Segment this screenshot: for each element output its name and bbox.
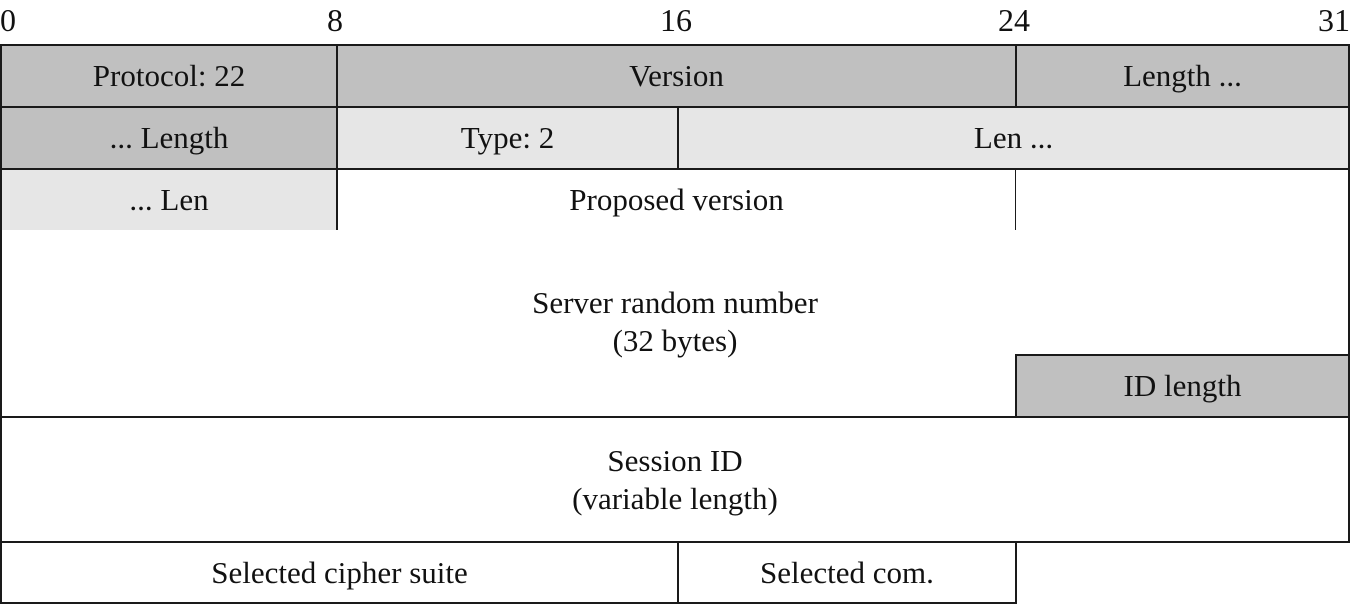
bit-marker-0: 0 [0,2,16,38]
length-start-field: Length ... [1015,44,1350,108]
protocol-field: Protocol: 22 [0,44,338,108]
session-id-line2: (variable length) [572,480,778,516]
cipher-suite-label: Selected cipher suite [211,554,468,590]
bit-marker-24: 24 [998,2,1030,38]
proposed-version-field: Proposed version [336,168,1017,232]
length-start-label: Length ... [1123,58,1242,93]
id-length-label: ID length [1123,368,1242,403]
session-id-line1: Session ID [607,442,743,478]
server-random-line2: (32 bytes) [612,323,738,358]
len-start-field: Len ... [677,106,1350,170]
len-end-label: ... Len [129,182,209,217]
type-field: Type: 2 [336,106,679,170]
cipher-suite-field: Selected cipher suite [0,541,679,604]
server-random-label: Server random number (32 bytes) [0,284,1350,360]
compression-field: Selected com. [677,541,1017,604]
server-random-line1: Server random number [532,285,818,320]
type-label: Type: 2 [460,120,555,155]
session-id-field: Session ID (variable length) [0,416,1350,543]
length-end-label: ... Length [109,120,229,155]
version-label: Version [629,58,724,93]
compression-label: Selected com. [760,554,934,590]
bit-marker-16: 16 [660,2,692,38]
bit-marker-8: 8 [327,2,343,38]
id-length-field: ID length [1015,354,1350,418]
proposed-version-label: Proposed version [569,182,784,217]
protocol-label: Protocol: 22 [92,58,246,93]
len-start-label: Len ... [973,120,1054,155]
bit-marker-31: 31 [1318,2,1350,38]
version-field: Version [336,44,1017,108]
